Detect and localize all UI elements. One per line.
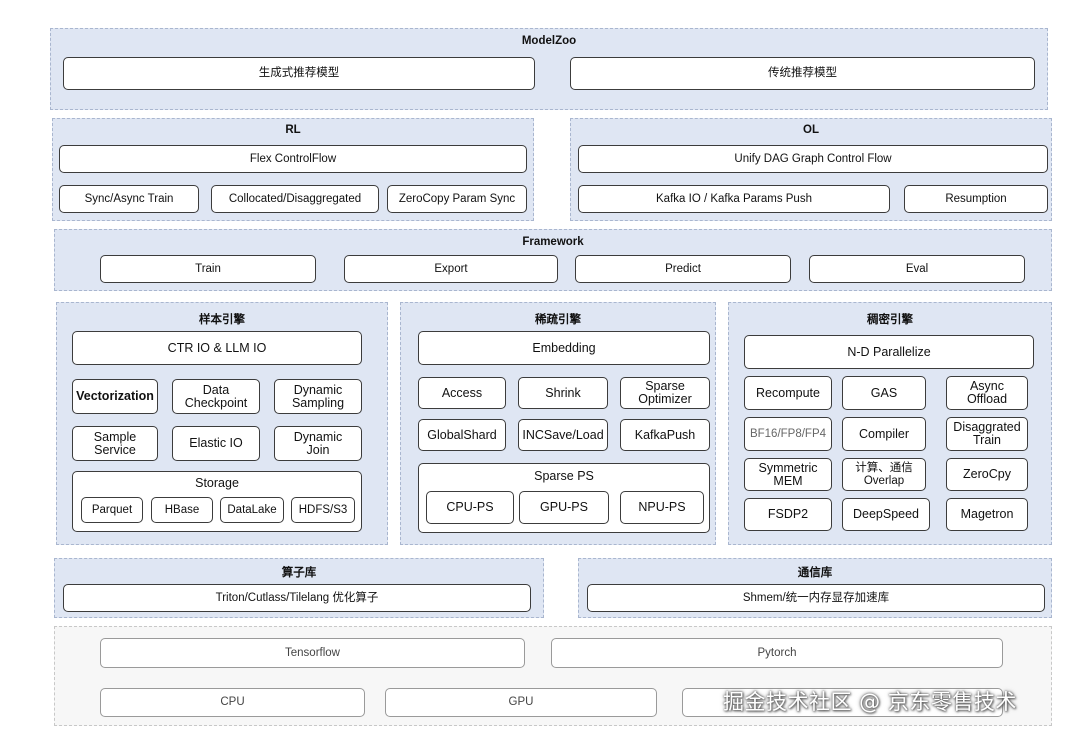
incsave-load-box: INCSave/Load [518, 419, 608, 451]
hbase-box: HBase [151, 497, 213, 523]
third-hardware-box [682, 688, 1003, 717]
operator-lib-title: 算子库 [281, 567, 317, 579]
elastic-io-box: Elastic IO [172, 426, 260, 461]
modelzoo-panel: ModelZoo 生成式推荐模型 传统推荐模型 [50, 28, 1048, 110]
storage-panel: Storage Parquet HBase DataLake HDFS/S3 [72, 471, 362, 532]
compute-comm-overlap-box: 计算、通信 Overlap [842, 458, 926, 491]
zerocopy-param-sync-box: ZeroCopy Param Sync [387, 185, 527, 213]
train-box: Train [100, 255, 316, 283]
sparse-optimizer-box: Sparse Optimizer [620, 377, 710, 409]
sparse-engine-panel: 稀疏引擎 Embedding Access Shrink Sparse Opti… [400, 302, 716, 545]
globalshard-box: GlobalShard [418, 419, 506, 451]
gpu-box: GPU [385, 688, 657, 717]
bf16-fp8-fp4-box: BF16/FP8/FP4 [744, 417, 832, 451]
sync-async-train-box: Sync/Async Train [59, 185, 199, 213]
parquet-box: Parquet [81, 497, 143, 523]
cpu-ps-box: CPU-PS [426, 491, 514, 524]
recompute-box: Recompute [744, 376, 832, 410]
embedding-box: Embedding [418, 331, 710, 365]
operator-lib-panel: 算子库 Triton/Cutlass/Tilelang 优化算子 [54, 558, 544, 618]
storage-title: Storage [195, 476, 239, 490]
eval-box: Eval [809, 255, 1025, 283]
shmem-unified-memory-box: Shmem/统一内存显存加速库 [587, 584, 1045, 612]
kafkapush-box: KafkaPush [620, 419, 710, 451]
zerocpy-box: ZeroCpy [946, 458, 1028, 491]
modelzoo-title: ModelZoo [521, 35, 577, 47]
cpu-box: CPU [100, 688, 365, 717]
predict-box: Predict [575, 255, 791, 283]
unify-dag-control-flow-box: Unify DAG Graph Control Flow [578, 145, 1048, 173]
ol-panel: OL Unify DAG Graph Control Flow Kafka IO… [570, 118, 1052, 221]
flex-controlflow-box: Flex ControlFlow [59, 145, 527, 173]
sparse-ps-panel: Sparse PS CPU-PS GPU-PS NPU-PS [418, 463, 710, 533]
framework-title: Framework [522, 236, 584, 248]
shrink-box: Shrink [518, 377, 608, 409]
data-checkpoint-box: Data Checkpoint [172, 379, 260, 414]
gas-box: GAS [842, 376, 926, 410]
rl-title: RL [285, 124, 301, 136]
sample-engine-panel: 样本引擎 CTR IO & LLM IO Vectorization Data … [56, 302, 388, 545]
hdfs-s3-box: HDFS/S3 [291, 497, 355, 523]
dynamic-join-box: Dynamic Join [274, 426, 362, 461]
pytorch-box: Pytorch [551, 638, 1003, 668]
sample-engine-title: 样本引擎 [199, 314, 245, 326]
nd-parallelize-box: N-D Parallelize [744, 335, 1034, 369]
vectorization-box: Vectorization [72, 379, 158, 414]
generative-rec-model-box: 生成式推荐模型 [63, 57, 535, 90]
export-box: Export [344, 255, 558, 283]
sample-service-box: Sample Service [72, 426, 158, 461]
gpu-ps-box: GPU-PS [519, 491, 609, 524]
magetron-box: Magetron [946, 498, 1028, 531]
ctr-llm-io-box: CTR IO & LLM IO [72, 331, 362, 365]
sparse-engine-title: 稀疏引擎 [535, 314, 581, 326]
comm-lib-panel: 通信库 Shmem/统一内存显存加速库 [578, 558, 1052, 618]
base-layer-panel: Tensorflow Pytorch CPU GPU [54, 626, 1052, 726]
async-offload-box: Async Offload [946, 376, 1028, 410]
access-box: Access [418, 377, 506, 409]
fsdp2-box: FSDP2 [744, 498, 832, 531]
resumption-box: Resumption [904, 185, 1048, 213]
compiler-box: Compiler [842, 417, 926, 451]
tensorflow-box: Tensorflow [100, 638, 525, 668]
dense-engine-panel: 稠密引擎 N-D Parallelize Recompute GAS Async… [728, 302, 1052, 545]
collocated-disaggregated-box: Collocated/Disaggregated [211, 185, 379, 213]
framework-panel: Framework Train Export Predict Eval [54, 229, 1052, 291]
deepspeed-box: DeepSpeed [842, 498, 930, 531]
traditional-rec-model-box: 传统推荐模型 [570, 57, 1035, 90]
rl-panel: RL Flex ControlFlow Sync/Async Train Col… [52, 118, 534, 221]
kafka-io-params-push-box: Kafka IO / Kafka Params Push [578, 185, 890, 213]
sparse-ps-title: Sparse PS [534, 469, 594, 483]
watermark-text: 掘金技术社区 @ 京东零售技术 [723, 690, 1017, 714]
dynamic-sampling-box: Dynamic Sampling [274, 379, 362, 414]
triton-cutlass-tilelang-box: Triton/Cutlass/Tilelang 优化算子 [63, 584, 531, 612]
datalake-box: DataLake [220, 497, 284, 523]
dense-engine-title: 稠密引擎 [867, 314, 913, 326]
comm-lib-title: 通信库 [797, 567, 833, 579]
npu-ps-box: NPU-PS [620, 491, 704, 524]
symmetric-mem-box: Symmetric MEM [744, 458, 832, 491]
disaggrated-train-box: Disaggrated Train [946, 417, 1028, 451]
ol-title: OL [803, 124, 819, 136]
